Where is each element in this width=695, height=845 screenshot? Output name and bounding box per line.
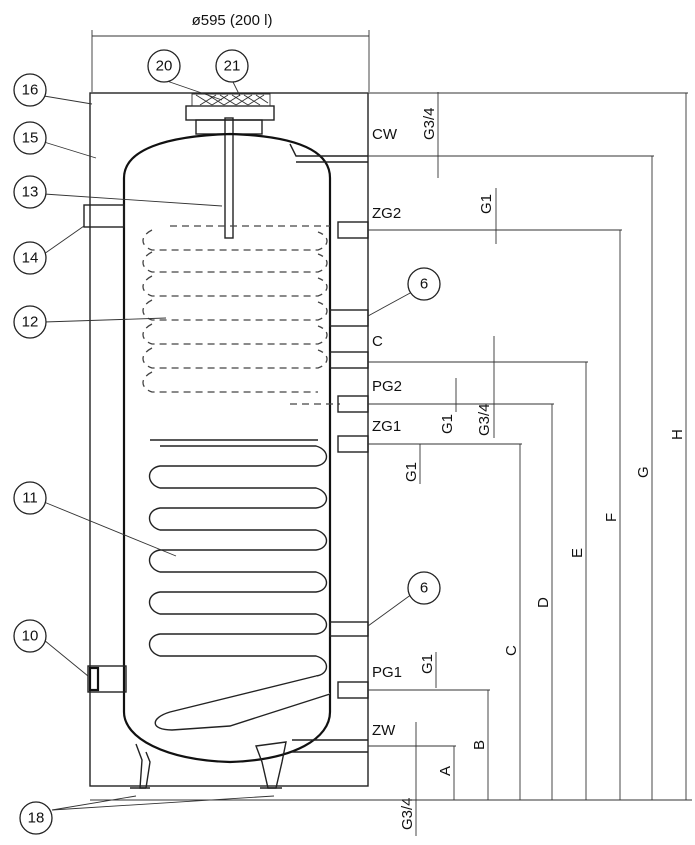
label-zw: ZW: [372, 722, 396, 739]
callout-14: 14: [22, 250, 39, 267]
label-c: C: [372, 333, 383, 350]
dim-f: F: [603, 513, 620, 522]
dim-h: H: [669, 429, 686, 440]
upper-heat-exchanger-coil: [142, 225, 340, 405]
callout-13: 13: [22, 184, 39, 201]
label-pg1: PG1: [372, 664, 402, 681]
callout-21: 21: [224, 58, 241, 75]
dim-c: C: [503, 645, 520, 656]
thread-zg2: G1: [478, 194, 495, 214]
connection-pipes: [289, 143, 369, 753]
flange-port: [87, 665, 127, 693]
label-pg2: PG2: [372, 378, 402, 395]
callout-20: 20: [156, 58, 173, 75]
top-flange: [185, 93, 275, 135]
callout-16: 16: [22, 82, 39, 99]
thread-zw: G3/4: [399, 797, 416, 830]
dimension-lines: [90, 92, 692, 801]
dim-d: D: [535, 597, 552, 608]
thread-cw: G3/4: [421, 107, 438, 140]
inner-tank: [122, 132, 332, 764]
thread-marks: [415, 92, 497, 836]
dim-a: A: [437, 766, 454, 776]
callout-11: 11: [22, 490, 38, 507]
thread-pg2: G1: [439, 414, 456, 434]
callout-10: 10: [22, 628, 39, 645]
thread-c: G3/4: [476, 403, 493, 436]
thermometer-fitting: [83, 204, 125, 228]
diameter-label: ø595 (200 l): [192, 12, 273, 29]
thread-zg1: G1: [403, 462, 420, 482]
label-zg1: ZG1: [372, 418, 401, 435]
dim-g: G: [635, 466, 652, 478]
label-cw: CW: [372, 126, 398, 143]
tank-legs: [130, 741, 287, 789]
callout-12: 12: [22, 314, 39, 331]
label-zg2: ZG2: [372, 205, 401, 222]
anode-rod: [224, 117, 234, 239]
callout-leaders: [43, 79, 413, 811]
dim-e: E: [569, 548, 586, 558]
callout-6-lower: 6: [420, 580, 428, 597]
thread-pg1: G1: [419, 654, 436, 674]
width-dimension: ø595 (200 l): [91, 12, 370, 92]
callout-15: 15: [22, 130, 39, 147]
callout-6-upper: 6: [420, 276, 428, 293]
dim-b: B: [471, 740, 488, 750]
callout-18: 18: [28, 810, 45, 827]
lower-heat-exchanger-coil: [148, 439, 331, 731]
